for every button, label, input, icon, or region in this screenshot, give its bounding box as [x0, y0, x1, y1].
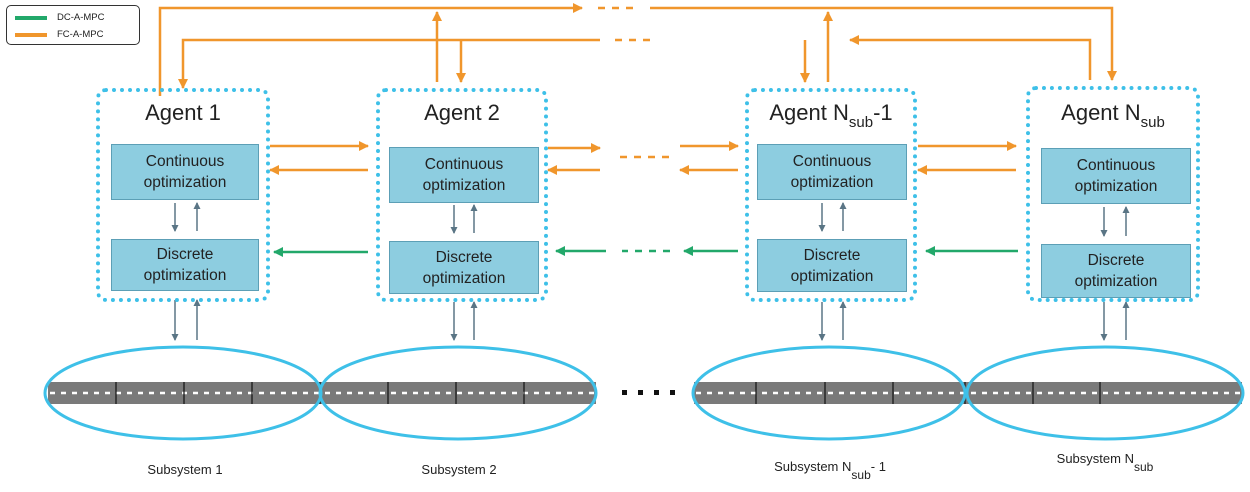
green-arrows	[273, 246, 1018, 257]
legend-label-dc: DC-A-MPC	[57, 12, 105, 23]
subsystem-2-ellipse	[318, 345, 598, 441]
legend-swatch-fc	[15, 32, 47, 37]
top-communication-lines	[158, 3, 1117, 96]
agent-1-title: Agent 1	[145, 100, 221, 125]
agent-nsub-minus-1-title: Agent Nsub-1	[769, 100, 893, 131]
legend-item-dc: DC-A-MPC	[15, 12, 105, 23]
subsystem-nsub-label: Subsystem Nsub	[1056, 451, 1154, 474]
legend-swatch-dc	[15, 15, 47, 20]
agent-2-title: Agent 2	[424, 100, 500, 125]
outer-loop-right	[650, 6, 1117, 81]
agent-subsystem-arrows	[171, 299, 1130, 341]
subsystem-1-label: Subsystem 1	[147, 462, 223, 477]
subsystem-2-label: Subsystem 2	[421, 462, 497, 477]
outer-loop-left	[158, 3, 583, 96]
neighbor-orange-arrows	[269, 141, 1017, 175]
subsystem-ellipses	[43, 345, 1245, 441]
inner-loop-right	[849, 35, 1092, 80]
road-gap-dots	[622, 390, 675, 395]
subsystem-n1-ellipse	[691, 345, 967, 441]
subsystem-n-ellipse	[965, 345, 1245, 441]
legend-item-fc: FC-A-MPC	[15, 29, 103, 40]
internal-small-arrows	[171, 202, 1130, 237]
legend: DC-A-MPC FC-A-MPC	[6, 5, 140, 45]
subsystem-nsub-minus-1-label: Subsystem Nsub- 1	[774, 459, 886, 482]
legend-label-fc: FC-A-MPC	[57, 29, 104, 40]
inner-loop-left	[178, 38, 600, 89]
agent-nsub-title: Agent Nsub	[1061, 100, 1165, 131]
